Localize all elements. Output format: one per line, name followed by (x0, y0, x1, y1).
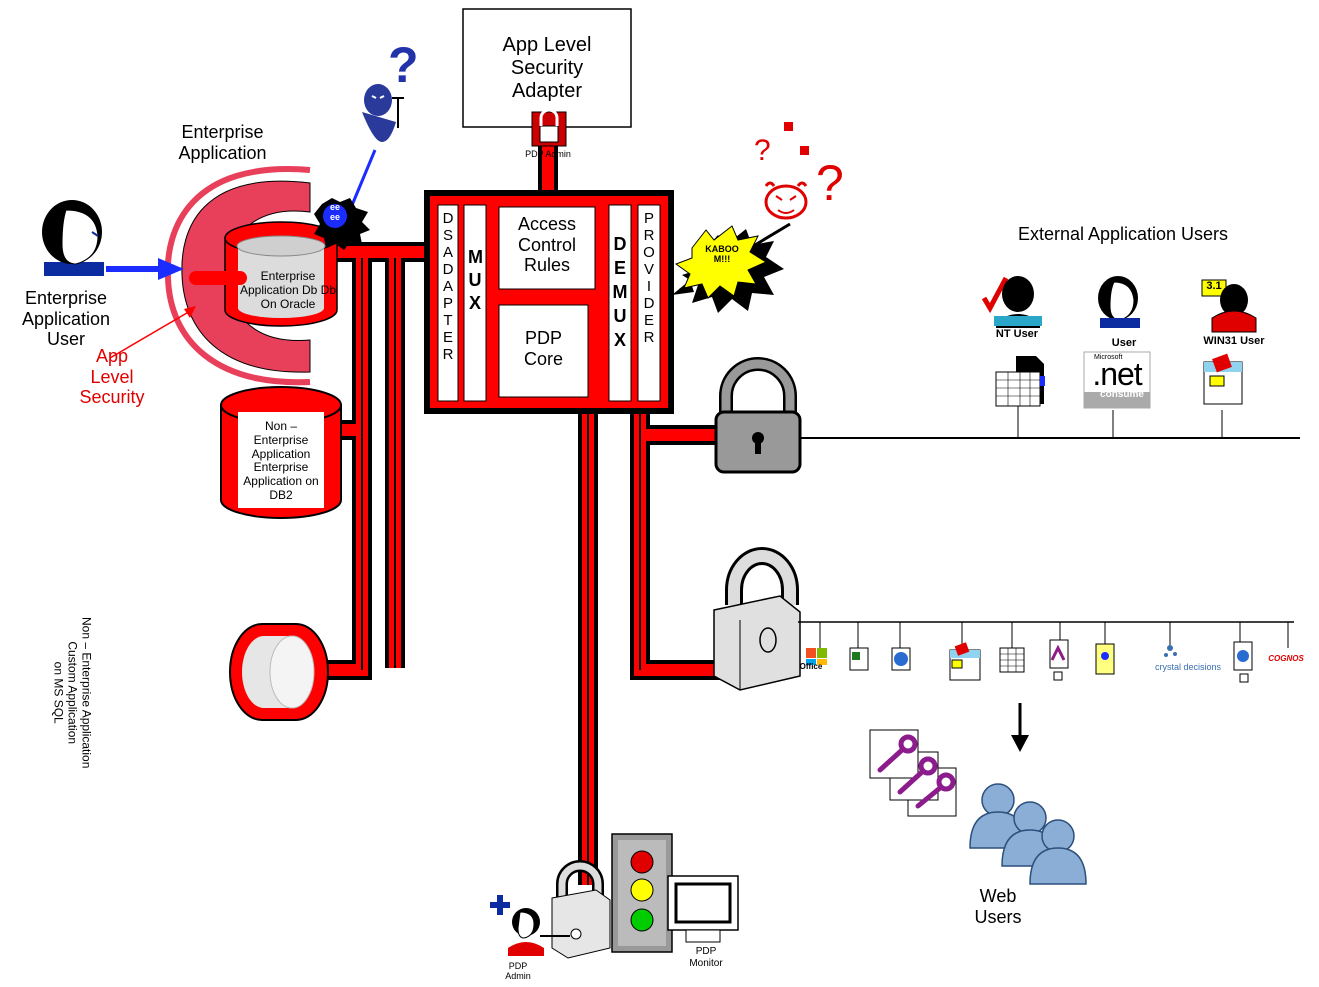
grey-lock-lower-icon (713, 547, 801, 691)
dotnet-logo-icon (1083, 351, 1151, 409)
pdp-admin-top-label: PDP Admin (525, 149, 571, 159)
provider-label: PROVIDER (643, 210, 655, 346)
eyes-blob-icon (314, 198, 370, 250)
pdp-admin-person-icon (490, 895, 544, 956)
external-application-users-label: External Application Users (1017, 224, 1229, 244)
enterprise-application-label: Enterprise Application (178, 122, 267, 163)
eyes-label: ee ee (329, 202, 340, 223)
de-mux-label: DE MUX (612, 234, 628, 350)
keys-cards-icon (869, 729, 957, 817)
win31-user-label: WIN31 User (1203, 335, 1265, 347)
access-control-rules-label: Access Control Rules (517, 214, 577, 276)
pdp-core-box (498, 304, 589, 398)
enterprise-application-db-icon (224, 221, 338, 327)
app-level-security-adapter-box (462, 8, 632, 128)
pdp-monitor-label: PDP Monitor (689, 946, 723, 969)
svg-text:?: ? (388, 37, 419, 93)
user-icon (1098, 276, 1140, 328)
consumer-label: consume (1100, 389, 1144, 400)
access-db-icon (1049, 639, 1069, 681)
down-arrow-icon (1011, 703, 1029, 752)
kaboom-label: KABOO M!!! (705, 244, 739, 265)
web-users-label: Web Users (974, 886, 1022, 927)
db2-label: Non – Enterprise Application Enterprise … (243, 420, 319, 502)
spreadsheet-web-icon (999, 647, 1025, 673)
pdp-core-label: PDP Core (523, 328, 563, 369)
pdp-monitor-icon (667, 875, 739, 943)
enterprise-user-person-icon (42, 200, 104, 276)
app-level-security-adapter-label: App Level Security Adapter (502, 34, 592, 102)
dotnet-label: .net (1092, 356, 1142, 392)
user-label: User (1111, 337, 1137, 349)
access-control-rules-box (498, 206, 596, 290)
ie-document-icon (1233, 641, 1253, 683)
grey-lock-upper-icon (714, 357, 802, 474)
spreadsheet-doc-icon (995, 356, 1045, 407)
traffic-light-icon (611, 833, 673, 953)
win31-badge-label: 3.1 (1206, 280, 1222, 292)
calendar-app-icon (1203, 353, 1243, 405)
app-level-security-label: App Level Security (79, 346, 145, 408)
svg-text:?: ? (754, 134, 771, 167)
ms-sql-label: Non – Enterprise Application Custom Appl… (52, 616, 94, 769)
devil-blue-icon: ? (338, 37, 419, 230)
office-label: Office (799, 662, 823, 671)
pdp-admin-bottom-label: PDP Admin (505, 961, 531, 982)
shortcut-arrow-icon (891, 647, 911, 671)
nt-user-icon (981, 276, 1042, 328)
office-icon (806, 648, 827, 665)
app-level-security-arrow (109, 306, 196, 359)
key-lock-icon (540, 860, 611, 959)
enterprise-application-user-label: Enterprise Application User (21, 288, 111, 350)
db2-database-icon (220, 386, 342, 519)
mux-label: MUX (468, 247, 483, 313)
cognos-label: COGNOS (1268, 654, 1304, 663)
enterprise-app-db-label: Enterprise Application Db Db On Oracle (239, 269, 337, 311)
nt-user-label: NT User (995, 328, 1039, 340)
pdp-central-block (424, 190, 674, 414)
microsoft-label: Microsoft (1094, 354, 1123, 361)
crystal-decisions-logo-icon (1164, 645, 1177, 657)
svg-text:?: ? (816, 155, 844, 211)
kaboom-burst-icon (674, 225, 784, 313)
ds-adapter-label: DSADAPTER (442, 210, 454, 363)
enterprise-user-arrow (106, 258, 184, 280)
pipes (310, 125, 722, 885)
web-users-group-icon (969, 783, 1087, 885)
ms-sql-database-icon (229, 623, 329, 721)
win31-user-icon (1201, 279, 1257, 333)
pdp-top-lock-icon (531, 108, 567, 147)
document-yellow-icon (1095, 643, 1115, 675)
excel-doc-icon (849, 647, 869, 671)
crystal-decisions-label: crystal decisions (1154, 662, 1222, 672)
calendar-web-icon (949, 642, 981, 681)
